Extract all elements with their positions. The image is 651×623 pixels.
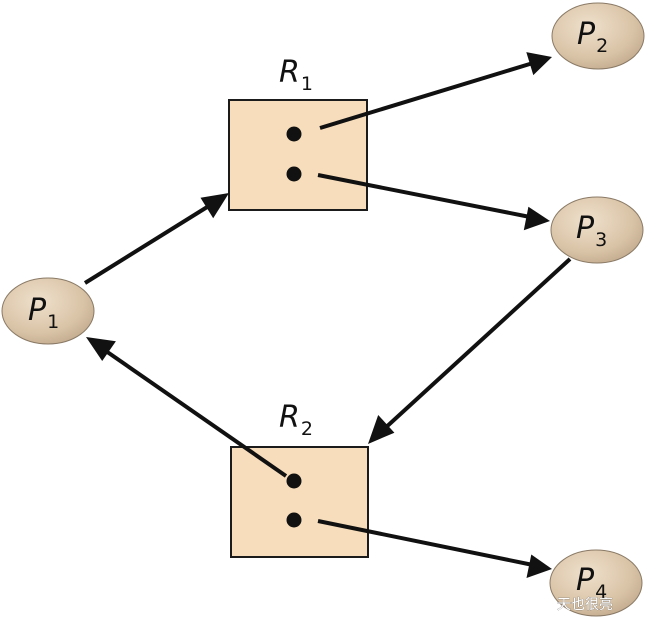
edge-r2-to-p4 bbox=[317, 519, 552, 578]
edge-r1-to-p3 bbox=[317, 173, 550, 231]
resource-r1-instance-2 bbox=[286, 166, 302, 182]
edge-p1-to-r1 bbox=[83, 193, 229, 285]
edge-p3-to-r2 bbox=[368, 257, 572, 444]
process-p3-node bbox=[550, 196, 644, 264]
process-p1-node bbox=[1, 277, 95, 345]
resource-r1-box bbox=[228, 99, 368, 211]
resource-r2-box bbox=[230, 446, 369, 558]
process-p3-label: P3 bbox=[576, 211, 607, 251]
watermark-text: 天也很亮 bbox=[557, 596, 613, 613]
process-p2-node bbox=[551, 2, 645, 70]
process-p1-label: P1 bbox=[28, 293, 59, 333]
resource-r2-instance-2 bbox=[286, 512, 302, 528]
resource-r2-label: R2 bbox=[279, 400, 313, 440]
edge-r2-to-p1 bbox=[86, 337, 288, 478]
resource-r2-instance-1 bbox=[286, 473, 302, 489]
process-p2-label: P2 bbox=[577, 17, 608, 57]
process-p4-node bbox=[549, 549, 643, 617]
resource-r1-label: R1 bbox=[279, 55, 313, 95]
process-p4-label: P4 bbox=[576, 563, 607, 603]
resource-r1-instance-1 bbox=[286, 126, 302, 142]
edge-r1-to-p2 bbox=[319, 52, 552, 130]
